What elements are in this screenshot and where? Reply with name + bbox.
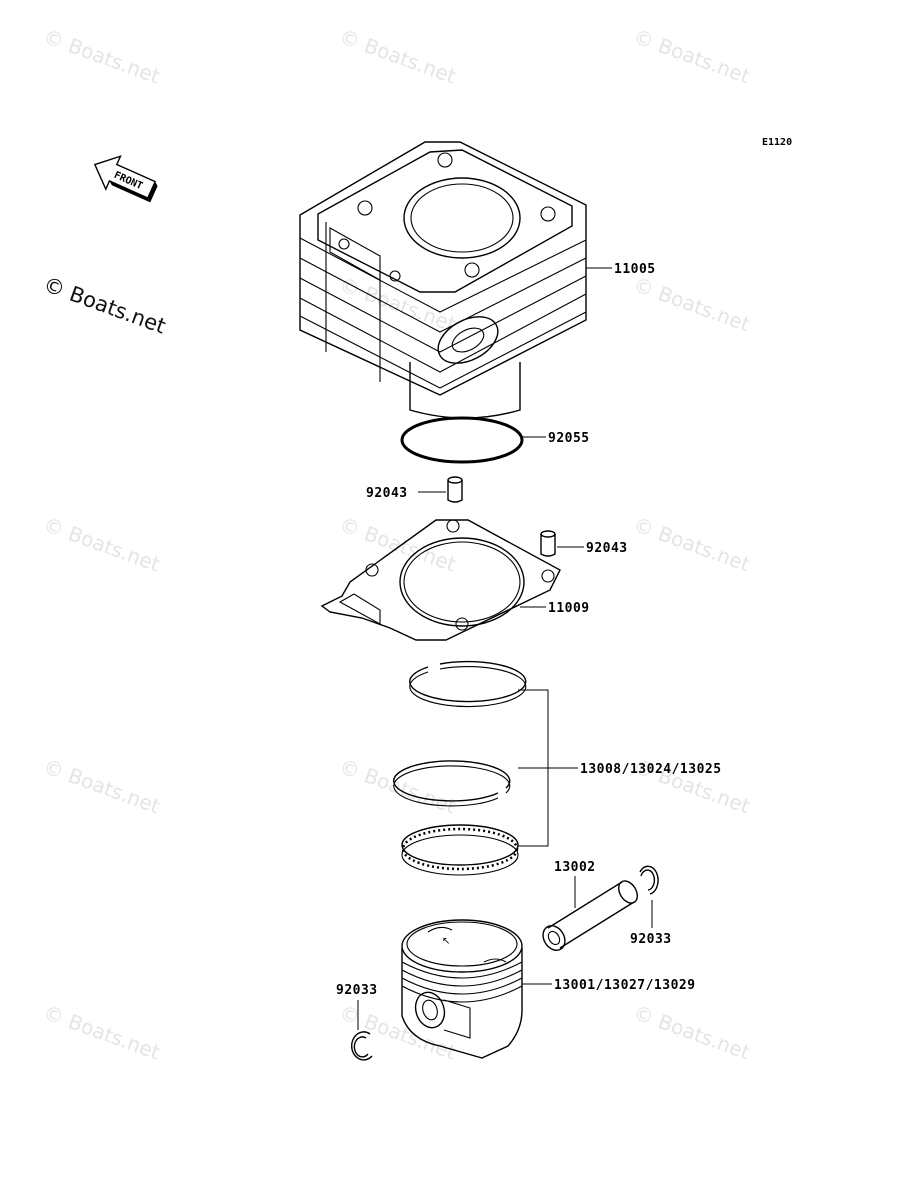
part-label-piston: 13001/13027/13029 (554, 978, 696, 993)
part-label-snap-ring-right: 92033 (630, 932, 672, 947)
watermark: © Boats.net (630, 272, 753, 336)
part-label-piston-pin: 13002 (554, 860, 596, 875)
part-label-cylinder: 11005 (614, 262, 656, 277)
dowel-pin-left (447, 476, 463, 503)
watermark: © Boats.net (336, 754, 459, 818)
copyright-label: © Boats.net (40, 272, 169, 338)
piston-pin (542, 880, 638, 951)
part-label-snap-ring-left: 92033 (336, 983, 378, 998)
piston-arrow-mark: ↖ (442, 936, 450, 947)
cylinder-gasket (320, 519, 561, 641)
front-arrow-icon: FRONT (93, 155, 158, 203)
cylinder (299, 141, 587, 419)
o-ring (400, 416, 524, 464)
piston: ↖ (401, 919, 523, 1059)
watermark: © Boats.net (630, 24, 753, 88)
snap-ring-right (639, 865, 659, 895)
piston-ring-second (393, 760, 511, 807)
part-label-piston-rings: 13008/13024/13025 (580, 762, 722, 777)
piston-ring-oil (401, 824, 519, 876)
diagram-code: E1120 (762, 137, 792, 148)
snap-ring-left (350, 1031, 373, 1061)
watermark: © Boats.net (630, 512, 753, 576)
watermark: © Boats.net (40, 24, 163, 88)
watermark: © Boats.net (40, 754, 163, 818)
watermark: © Boats.net (40, 1000, 163, 1064)
watermark: © Boats.net (630, 1000, 753, 1064)
part-label-o-ring: 92055 (548, 431, 590, 446)
dowel-pin-right (540, 530, 556, 557)
watermark: © Boats.net (336, 24, 459, 88)
part-label-dowel-pin-left: 92043 (366, 486, 408, 501)
watermark: © Boats.net (40, 512, 163, 576)
part-label-dowel-pin-right: 92043 (586, 541, 628, 556)
piston-ring-top (409, 660, 527, 708)
part-label-gasket: 11009 (548, 601, 590, 616)
